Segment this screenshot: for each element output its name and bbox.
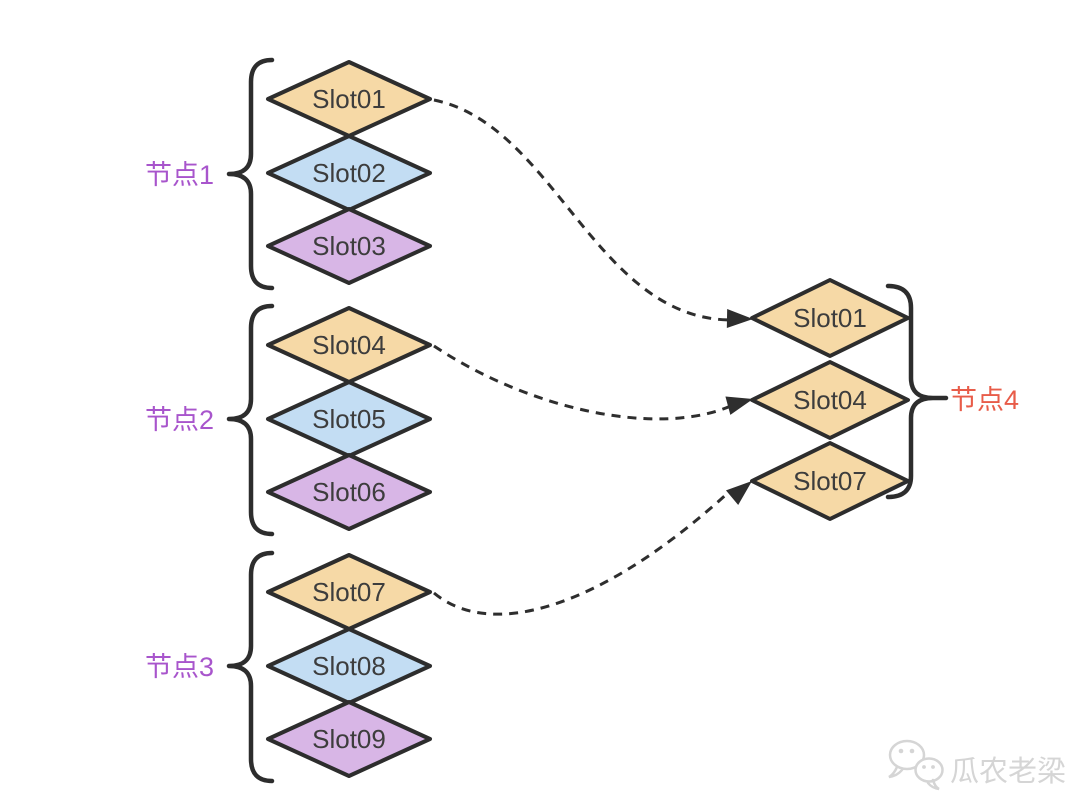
brace-left-node1	[226, 57, 275, 291]
node-group-4: 节点4 Slot01 Slot04 Slot07	[750, 278, 1019, 521]
node-group-1: 节点1 Slot01 Slot02 Slot03	[145, 57, 432, 291]
watermark-text: 瓜农老梁	[950, 755, 1066, 788]
slot-diamond	[750, 360, 910, 440]
brace-left-node3	[226, 550, 275, 784]
slot-label: Slot06	[312, 477, 386, 507]
node-group-3: 节点3 Slot07 Slot08 Slot09	[145, 550, 432, 784]
slot-label: Slot07	[312, 577, 386, 607]
arrowhead-slot01-icon	[726, 309, 753, 329]
slot-label: Slot03	[312, 231, 386, 261]
arrow-slot01	[433, 98, 731, 322]
group-label-node3: 节点3	[145, 652, 214, 682]
arrowhead-slot04-icon	[725, 396, 753, 415]
slot-label: Slot08	[312, 651, 386, 681]
slot-diamond	[266, 207, 432, 285]
slot-diamond	[750, 441, 910, 521]
brace-left-node2	[226, 303, 275, 537]
arrow-slot07	[433, 489, 732, 616]
group-label-node4: 节点4	[950, 385, 1019, 415]
slot-label: Slot05	[312, 404, 386, 434]
mapping-arrows	[433, 98, 753, 616]
slot-label: Slot02	[312, 158, 386, 188]
slot-label: Slot04	[793, 385, 867, 415]
group-label-node2: 节点2	[145, 405, 214, 435]
slot-diamond	[266, 453, 432, 531]
slot-label: Slot01	[793, 303, 867, 333]
slot-label: Slot04	[312, 330, 386, 360]
group-label-node1: 节点1	[145, 160, 214, 190]
slot-label: Slot01	[312, 84, 386, 114]
slot-label: Slot09	[312, 724, 386, 754]
watermark: 瓜农老梁	[888, 739, 1066, 791]
slot-diamond	[266, 700, 432, 778]
slot-diamond	[750, 278, 910, 358]
slot-label: Slot07	[793, 466, 867, 496]
brace-right-node4	[885, 283, 949, 500]
wechat-icon	[888, 739, 944, 791]
arrowhead-slot07-icon	[725, 481, 752, 505]
arrow-slot04	[433, 344, 734, 421]
node-group-2: 节点2 Slot04 Slot05 Slot06	[145, 303, 432, 537]
